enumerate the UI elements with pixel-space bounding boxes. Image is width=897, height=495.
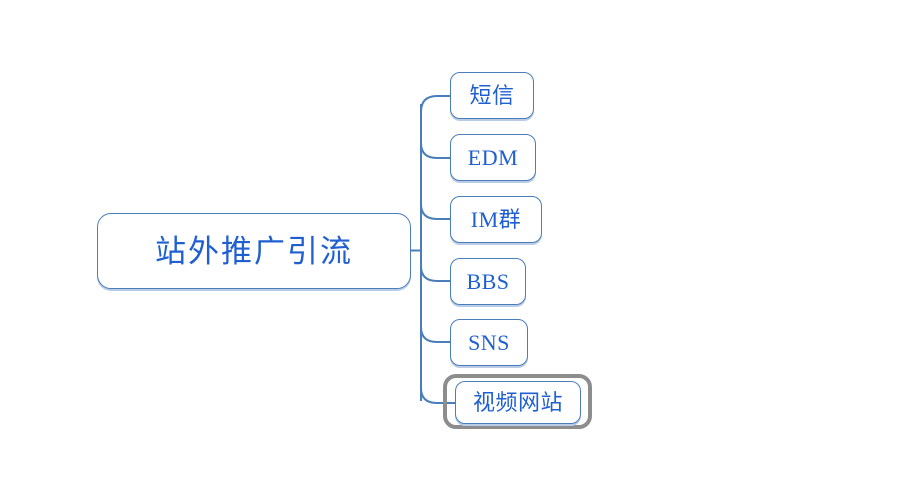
child-node-2[interactable]: EDM [450,134,536,181]
connector-child-3 [420,203,450,220]
connector-child-2 [420,142,450,159]
child-node-5[interactable]: SNS [450,319,528,366]
connector-child-6 [420,387,455,404]
root-node-label: 站外推广引流 [155,233,353,269]
connector-child-1 [420,95,450,113]
connector-child-5 [420,326,450,343]
selection-frame [443,374,592,429]
child-node-3-label: IM群 [470,206,522,232]
child-node-6-label: 视频网站 [472,389,563,415]
child-node-4-label: BBS [466,268,510,294]
child-node-3[interactable]: IM群 [450,196,542,243]
child-node-2-label: EDM [467,144,519,170]
child-node-6[interactable]: 视频网站 [455,381,581,424]
child-node-5-label: SNS [468,329,510,355]
root-node[interactable]: 站外推广引流 [97,213,411,289]
child-node-1-label: 短信 [469,82,515,108]
child-node-1[interactable]: 短信 [450,72,534,119]
child-node-4[interactable]: BBS [450,258,526,305]
connector-child-4 [420,265,450,282]
